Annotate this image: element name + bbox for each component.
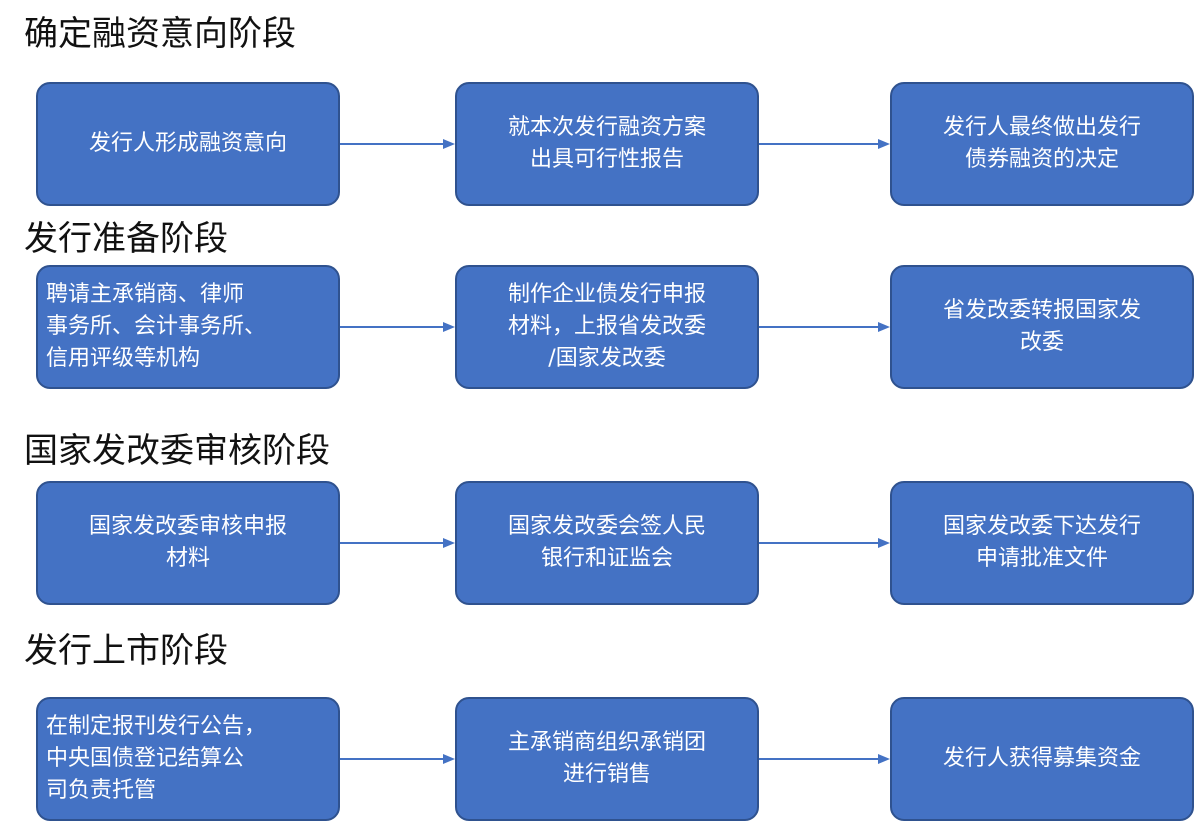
step-text: 国家发改委会签人民 银行和证监会 bbox=[507, 514, 706, 571]
step-text: 聘请主承销商、律师 事务所、会计事务所、 信用评级等机构 bbox=[46, 282, 267, 371]
step-box-3-3: 国家发改委下达发行 申请批准文件 bbox=[890, 481, 1194, 605]
step-text: 发行人最终做出发行 债券融资的决定 bbox=[942, 115, 1141, 172]
step-text: 发行人获得募集资金 bbox=[942, 746, 1141, 771]
flow-arrow-1-1 bbox=[340, 139, 455, 149]
step-box-2-1: 聘请主承销商、律师 事务所、会计事务所、 信用评级等机构 bbox=[36, 265, 340, 389]
step-text: 在制定报刊发行公告， 中央国债登记结算公 司负责托管 bbox=[46, 714, 267, 803]
step-box-1-2: 就本次发行融资方案 出具可行性报告 bbox=[455, 82, 759, 206]
stage-title-4: 发行上市阶段 bbox=[24, 631, 228, 671]
step-text: 就本次发行融资方案 出具可行性报告 bbox=[507, 115, 706, 172]
stage-title-2: 发行准备阶段 bbox=[24, 219, 228, 259]
step-text: 主承销商组织承销团 进行销售 bbox=[507, 730, 706, 787]
flow-arrow-3-2 bbox=[759, 538, 890, 548]
step-box-4-1: 在制定报刊发行公告， 中央国债登记结算公 司负责托管 bbox=[36, 697, 340, 821]
stage-title-3: 国家发改委审核阶段 bbox=[24, 431, 330, 471]
flow-arrow-4-1 bbox=[340, 754, 455, 764]
step-text: 制作企业债发行申报 材料，上报省发改委 /国家发改委 bbox=[507, 282, 706, 371]
step-box-2-3: 省发改委转报国家发 改委 bbox=[890, 265, 1194, 389]
step-text: 国家发改委下达发行 申请批准文件 bbox=[942, 514, 1141, 571]
stage-title-1: 确定融资意向阶段 bbox=[24, 14, 296, 54]
step-box-2-2: 制作企业债发行申报 材料，上报省发改委 /国家发改委 bbox=[455, 265, 759, 389]
step-box-4-2: 主承销商组织承销团 进行销售 bbox=[455, 697, 759, 821]
flow-arrow-3-1 bbox=[340, 538, 455, 548]
flow-arrow-2-2 bbox=[759, 322, 890, 332]
step-box-3-1: 国家发改委审核申报 材料 bbox=[36, 481, 340, 605]
flow-arrow-1-2 bbox=[759, 139, 890, 149]
step-box-1-3: 发行人最终做出发行 债券融资的决定 bbox=[890, 82, 1194, 206]
flow-arrow-2-1 bbox=[340, 322, 455, 332]
step-box-3-2: 国家发改委会签人民 银行和证监会 bbox=[455, 481, 759, 605]
step-box-1-1: 发行人形成融资意向 bbox=[36, 82, 340, 206]
step-text: 发行人形成融资意向 bbox=[88, 131, 287, 156]
step-text: 省发改委转报国家发 改委 bbox=[942, 298, 1141, 355]
step-text: 国家发改委审核申报 材料 bbox=[88, 514, 287, 571]
step-box-4-3: 发行人获得募集资金 bbox=[890, 697, 1194, 821]
flow-arrow-4-2 bbox=[759, 754, 890, 764]
